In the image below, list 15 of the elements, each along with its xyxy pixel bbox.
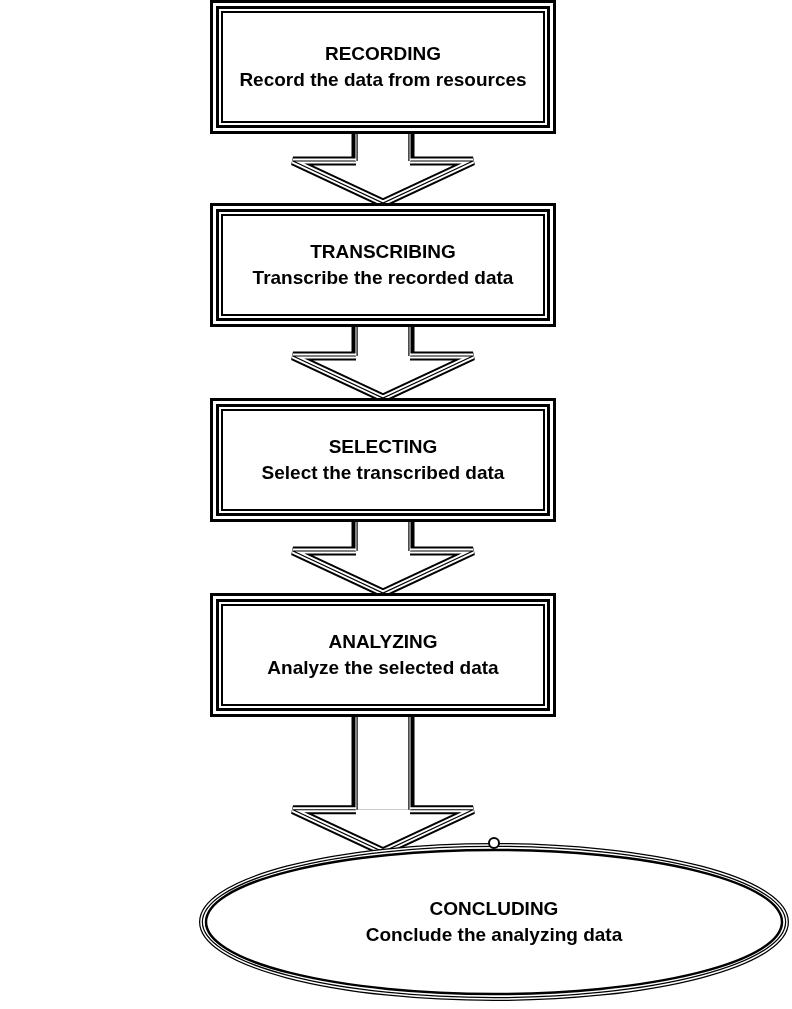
step-description: Select the transcribed data xyxy=(261,461,505,485)
step-description: Analyze the selected data xyxy=(267,656,499,680)
step-description: Record the data from resources xyxy=(239,68,527,92)
process-box xyxy=(210,0,556,134)
step-description: Transcribe the recorded data xyxy=(252,266,514,290)
process-box xyxy=(210,398,556,522)
process-box xyxy=(210,593,556,717)
step-title: SELECTING xyxy=(328,435,438,460)
step-title: ANALYZING xyxy=(328,630,438,655)
step-title: TRANSCRIBING xyxy=(310,240,456,265)
step-title: CONCLUDING xyxy=(429,897,559,922)
terminal-ellipse xyxy=(198,842,790,1002)
step-description: Conclude the analyzing data xyxy=(365,923,623,947)
step-title: RECORDING xyxy=(324,42,442,67)
process-box xyxy=(210,203,556,327)
